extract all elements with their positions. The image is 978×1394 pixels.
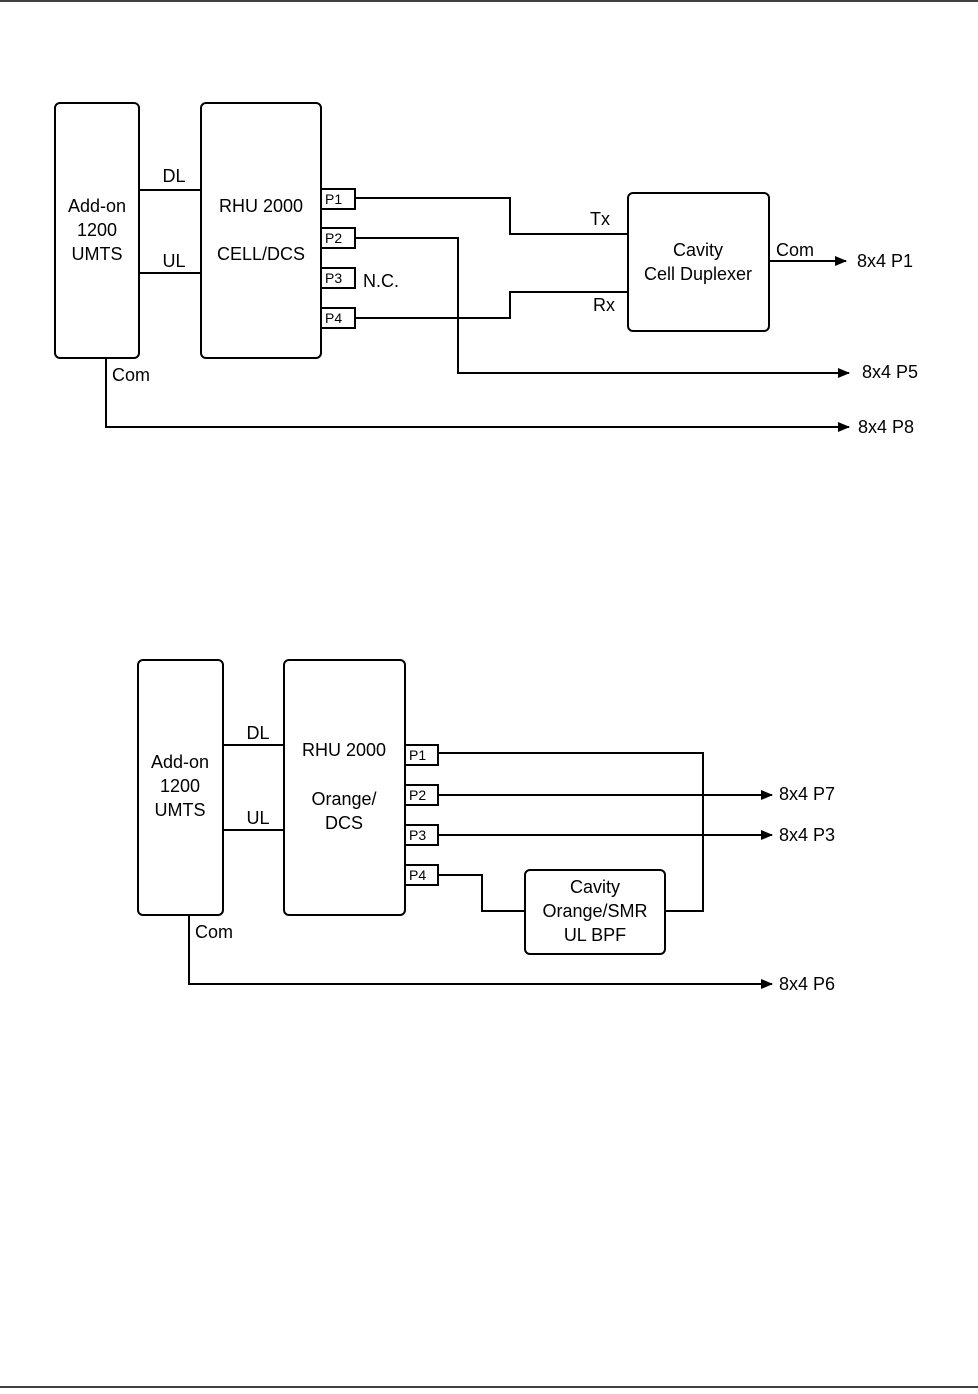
cavity-cell-duplexer-box	[628, 193, 769, 331]
addon-label-line3: UMTS	[72, 244, 123, 264]
addon-com-to-p8-wire	[106, 358, 849, 427]
addon-com-to-p6-wire	[189, 915, 772, 984]
addon-label-line1: Add-on	[151, 752, 209, 772]
output-8x4-p7: 8x4 P7	[779, 784, 835, 804]
rx-label: Rx	[593, 295, 615, 315]
output-8x4-p5: 8x4 P5	[862, 362, 918, 382]
output-8x4-p6: 8x4 P6	[779, 974, 835, 994]
p4-to-filter-wire	[438, 875, 525, 911]
addon-label-line1: Add-on	[68, 196, 126, 216]
output-8x4-p1: 8x4 P1	[857, 251, 913, 271]
diagram-1: Add-on 1200 UMTS RHU 2000 CELL/DCS DL UL…	[55, 103, 918, 437]
rhu-label-line2: CELL/DCS	[217, 244, 305, 264]
addon-com-label: Com	[112, 365, 150, 385]
port-p3-label: P3	[325, 270, 342, 286]
port-p2-label: P2	[325, 230, 342, 246]
output-8x4-p3: 8x4 P3	[779, 825, 835, 845]
port-p1-label: P1	[409, 747, 426, 763]
nc-label: N.C.	[363, 271, 399, 291]
addon-label-line2: 1200	[77, 220, 117, 240]
port-p4-label: P4	[409, 867, 426, 883]
addon-label-line2: 1200	[160, 776, 200, 796]
port-p4-label: P4	[325, 310, 342, 326]
port-p2-label: P2	[409, 787, 426, 803]
port-p3-label: P3	[409, 827, 426, 843]
tx-label: Tx	[590, 209, 610, 229]
addon-com-label: Com	[195, 922, 233, 942]
dl-label: DL	[162, 166, 185, 186]
duplexer-label-line1: Cavity	[673, 240, 723, 260]
p4-to-rx-wire	[355, 292, 628, 318]
addon-label-line3: UMTS	[155, 800, 206, 820]
output-8x4-p8: 8x4 P8	[858, 417, 914, 437]
filter-label-line3: UL BPF	[564, 925, 626, 945]
port-p1-label: P1	[325, 191, 342, 207]
rhu-label-line3: DCS	[325, 813, 363, 833]
filter-label-line1: Cavity	[570, 877, 620, 897]
rhu-2000-box	[201, 103, 321, 358]
duplexer-label-line2: Cell Duplexer	[644, 264, 752, 284]
rhu-2000-box	[284, 660, 405, 915]
duplexer-com-label: Com	[776, 240, 814, 260]
diagram-2: Add-on 1200 UMTS RHU 2000 Orange/ DCS DL…	[138, 660, 835, 994]
rhu-label-line1: RHU 2000	[302, 740, 386, 760]
filter-label-line2: Orange/SMR	[542, 901, 647, 921]
ul-label: UL	[246, 808, 269, 828]
rhu-label-line1: RHU 2000	[219, 196, 303, 216]
ul-label: UL	[162, 251, 185, 271]
dl-label: DL	[246, 723, 269, 743]
p1-to-tx-wire	[355, 198, 628, 234]
rhu-label-line2: Orange/	[311, 789, 376, 809]
